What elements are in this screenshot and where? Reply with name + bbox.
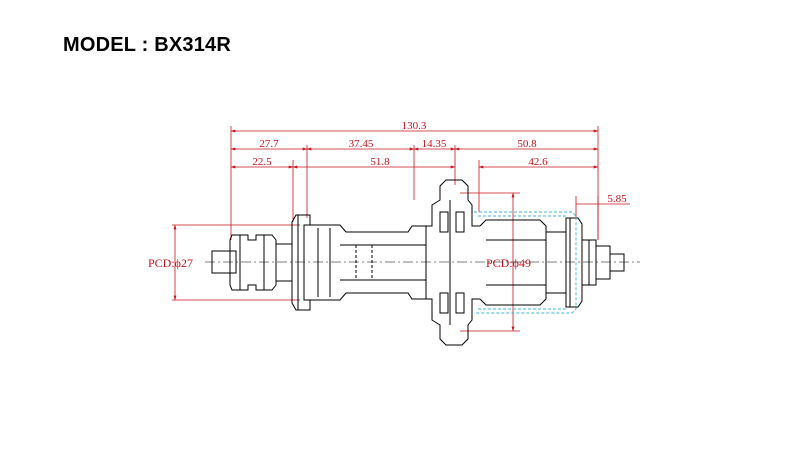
dim-d5: 22.5 [252,156,272,168]
dimension-lines [173,129,630,332]
dim-d6: 51.8 [370,156,390,168]
dim-d8: 5.85 [607,193,627,205]
dim-d1: 27.7 [259,138,279,150]
dim-d7: 42.6 [528,156,548,168]
freehub-outline [474,211,577,314]
extension-lines [172,126,599,332]
pcd-left-label: PCD:ϕ27 [148,256,193,270]
pcd-right-label: PCD:ϕ49 [486,256,531,270]
model-title: MODEL : BX314R [63,34,232,56]
dim-d2: 37.45 [349,138,374,150]
dim-d4: 50.8 [517,138,537,150]
dim-overall: 130.3 [402,120,427,132]
dim-d3: 14.35 [422,138,447,150]
hub-outline [205,179,640,346]
